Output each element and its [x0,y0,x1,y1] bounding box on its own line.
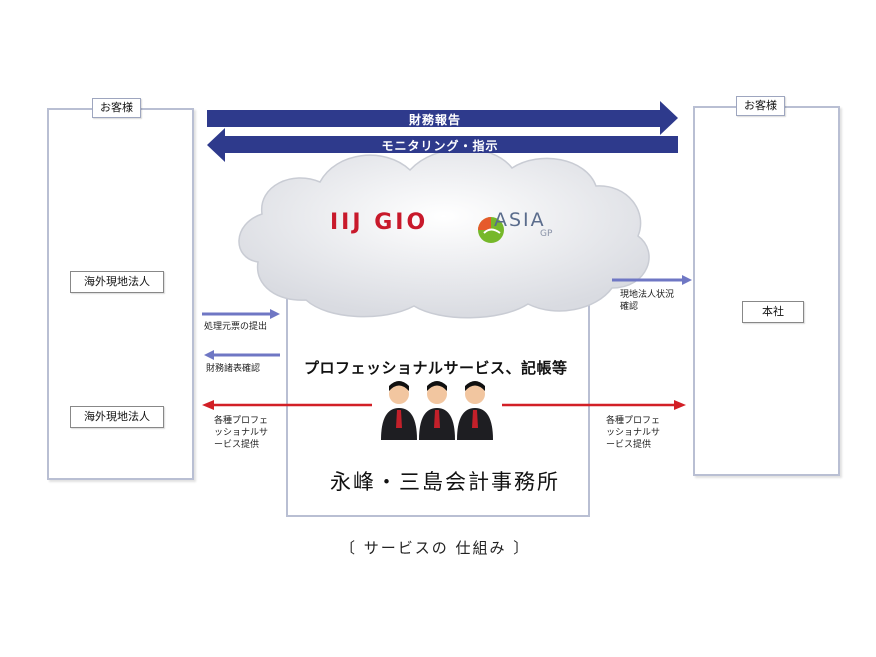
overseas-subsidiary-label-2: 海外現地法人 [70,406,164,428]
small-arrow-right-out [612,275,692,285]
asia-logo-text: ASIA [494,209,546,231]
red-arrow-left [202,400,372,410]
top-arrow-left [207,128,678,162]
left-service-label-line3: ービス提供 [214,440,260,450]
diagram-caption: 〔 サービスの 仕組み 〕 [340,539,531,557]
subsidiary-status-label-line1: 現地法人状況 [620,290,675,300]
right-customer-tag: お客様 [736,96,785,116]
cloud-shape [238,148,650,319]
overseas-subsidiary-label-1: 海外現地法人 [70,271,164,293]
right-service-label-line3: ービス提供 [606,440,652,450]
gp-logo-text: GP [540,229,553,239]
right-service-label-line1: 各種プロフェ [606,416,661,426]
team-icon [381,381,493,440]
professional-services-title: プロフェッショナルサービス、記帳等 [304,359,568,377]
firm-name: 永峰・三島会計事務所 [330,470,560,494]
iij-gio-logo: IIJ GIO [330,210,429,235]
small-arrow-left-out [204,350,280,360]
financial-statement-check-label: 財務諸表確認 [206,364,261,374]
voucher-submission-label: 処理元票の提出 [204,322,268,332]
person-icon [419,381,455,440]
headquarters-label: 本社 [742,301,804,323]
asia-gp-logo-emblem [478,217,504,243]
subsidiary-status-label-line2: 確認 [620,302,639,312]
right-customer-panel [693,106,840,476]
monitoring-instruction-label: モニタリング・指示 [381,139,499,153]
small-arrow-left-in [202,309,280,319]
financial-report-label: 財務報告 [408,113,461,127]
left-service-label-line2: ッショナルサ [214,428,269,438]
red-arrow-right [502,400,686,410]
left-service-label-line1: 各種プロフェ [214,416,269,426]
right-service-label-line2: ッショナルサ [606,428,661,438]
top-arrow-right [207,101,678,135]
left-customer-tag: お客様 [92,98,141,118]
person-icon [381,381,417,440]
person-icon [457,381,493,440]
